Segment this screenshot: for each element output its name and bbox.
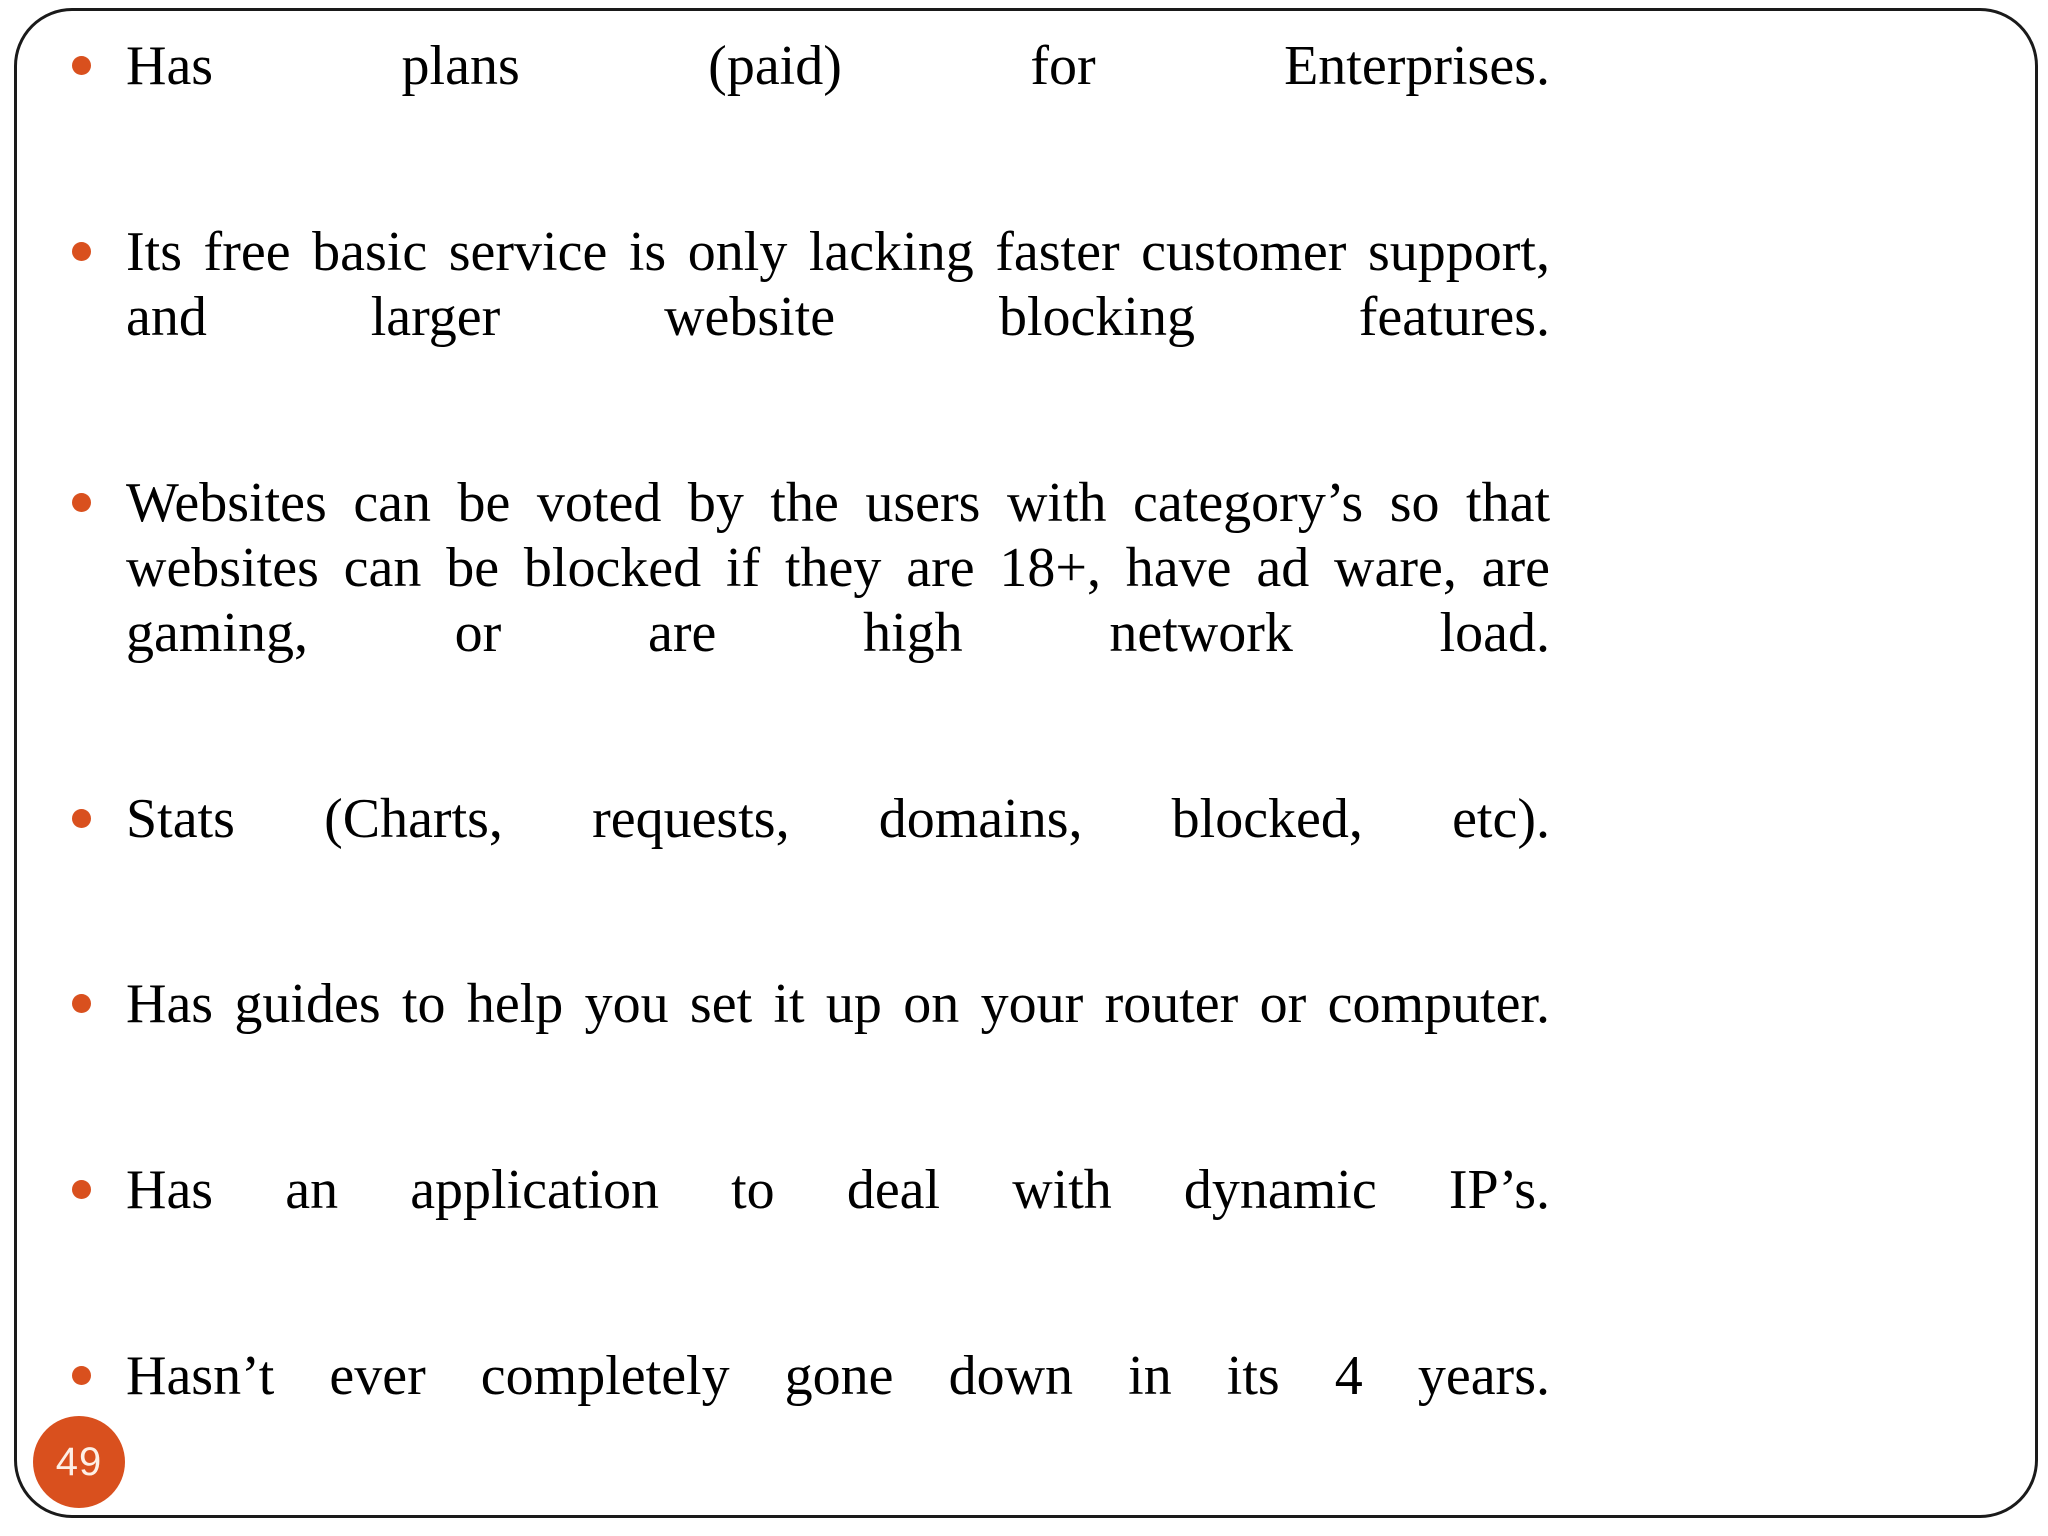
bullet-dot-icon xyxy=(72,994,91,1014)
page-number-badge: 49 xyxy=(33,1416,125,1508)
bullet-dot-icon xyxy=(72,492,91,512)
bullet-dot-icon xyxy=(72,56,91,75)
bullet-dot-icon xyxy=(72,241,91,261)
bullet-list: Has plans (paid) for Enterprises. Its fr… xyxy=(58,34,1550,1474)
list-item: Stats (Charts, requests, domains, blocke… xyxy=(58,787,1550,917)
slide-content-body: Has plans (paid) for Enterprises. Its fr… xyxy=(58,34,1550,1474)
bullet-text: Has plans (paid) for Enterprises. xyxy=(126,35,1550,97)
list-item: Its free basic service is only lacking f… xyxy=(58,220,1550,415)
bullet-text: Its free basic service is only lacking f… xyxy=(126,220,1550,348)
list-item: Has plans (paid) for Enterprises. xyxy=(58,34,1550,164)
bullet-text: Stats (Charts, requests, domains, blocke… xyxy=(126,787,1550,850)
list-item: Websites can be voted by the users with … xyxy=(58,471,1550,731)
list-item: Hasn’t ever completely gone down in its … xyxy=(58,1344,1550,1474)
list-item: Has guides to help you set it up on your… xyxy=(58,972,1550,1102)
bullet-dot-icon xyxy=(72,1366,91,1386)
list-item: Has an application to deal with dynamic … xyxy=(58,1158,1550,1288)
bullet-text: Has guides to help you set it up on your… xyxy=(126,973,1550,1036)
bullet-text: Hasn’t ever completely gone down in its … xyxy=(126,1345,1550,1408)
bullet-dot-icon xyxy=(72,1180,91,1200)
bullet-text: Has an application to deal with dynamic … xyxy=(126,1159,1550,1222)
bullet-dot-icon xyxy=(72,808,91,828)
bullet-text: Websites can be voted by the users with … xyxy=(126,471,1550,664)
